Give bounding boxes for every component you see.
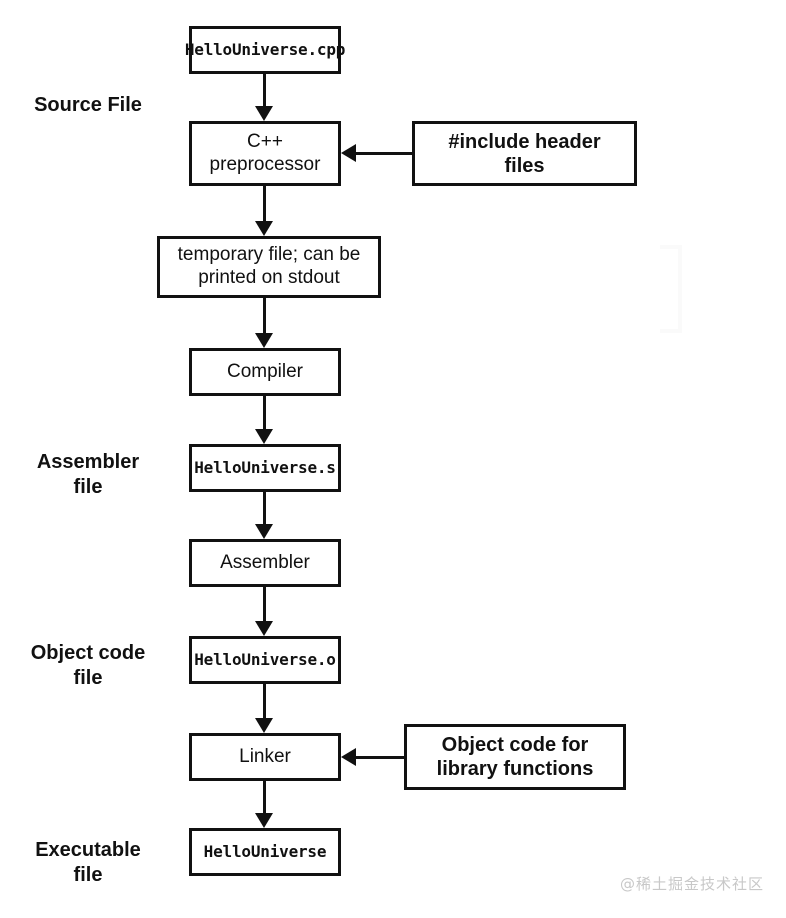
arrowhead-tempfile-to-compiler <box>255 333 273 348</box>
faint-watermark-shape <box>660 245 682 333</box>
node-label: Linker <box>239 745 291 767</box>
node-assembler[interactable]: Assembler <box>189 539 341 587</box>
arrowhead-obj-file-to-linker <box>255 718 273 733</box>
node-compiler[interactable]: Compiler <box>189 348 341 396</box>
connector-compiler-to-asm-file <box>263 396 266 429</box>
node-label: #include header files <box>448 130 601 177</box>
stage-label-source-file: Source File <box>34 94 142 116</box>
node-hellouniverse-o[interactable]: HelloUniverse.o <box>189 636 341 684</box>
connector-asm-file-to-assembler <box>263 492 266 524</box>
arrowhead-headers-to-preprocessor <box>341 144 356 162</box>
node-hellouniverse-s[interactable]: HelloUniverse.s <box>189 444 341 492</box>
node-label: HelloUniverse.o <box>194 650 336 670</box>
node-cpp-preprocessor[interactable]: C++ preprocessor <box>189 121 341 186</box>
node-label: HelloUniverse.cpp <box>184 40 346 60</box>
node-hellouniverse-exe[interactable]: HelloUniverse <box>189 828 341 876</box>
node-label: Compiler <box>226 360 304 382</box>
connector-obj-file-to-linker <box>263 684 266 718</box>
connector-linker-to-executable <box>263 781 266 813</box>
arrowhead-asm-file-to-assembler <box>255 524 273 539</box>
arrowhead-linker-to-executable <box>255 813 273 828</box>
stage-label-executable-file: Executable file <box>35 839 141 886</box>
connector-headers-to-preprocessor <box>353 152 412 155</box>
node-temporary-file[interactable]: temporary file; can be printed on stdout <box>157 236 381 298</box>
connector-assembler-to-obj-file <box>263 587 266 621</box>
arrowhead-assembler-to-obj-file <box>255 621 273 636</box>
arrowhead-cpp-to-preprocessor <box>255 106 273 121</box>
node-label: C++ preprocessor <box>209 130 321 175</box>
node-linker[interactable]: Linker <box>189 733 341 781</box>
stage-label-object-code-file: Object code file <box>30 642 146 689</box>
node-label: HelloUniverse <box>203 842 327 862</box>
node-label: HelloUniverse.s <box>194 458 336 478</box>
watermark-text: @稀土掘金技术社区 <box>620 875 765 893</box>
arrowhead-preprocessor-to-tempfile <box>255 221 273 236</box>
connector-preprocessor-to-tempfile <box>263 186 266 223</box>
connector-library-to-linker <box>353 756 404 759</box>
node-include-header-files[interactable]: #include header files <box>412 121 637 186</box>
stage-label-assembler-file: Assembler file <box>36 451 140 498</box>
node-object-code-library[interactable]: Object code for library functions <box>404 724 626 790</box>
node-label: temporary file; can be printed on stdout <box>177 244 361 288</box>
node-hellouniverse-cpp[interactable]: HelloUniverse.cpp <box>185 26 345 74</box>
node-label: Assembler <box>220 551 310 573</box>
node-label: Object code for library functions <box>436 734 594 780</box>
connector-cpp-to-preprocessor <box>263 74 266 108</box>
arrowhead-compiler-to-asm-file <box>255 429 273 444</box>
connector-tempfile-to-compiler <box>263 298 266 335</box>
arrowhead-library-to-linker <box>341 748 356 766</box>
